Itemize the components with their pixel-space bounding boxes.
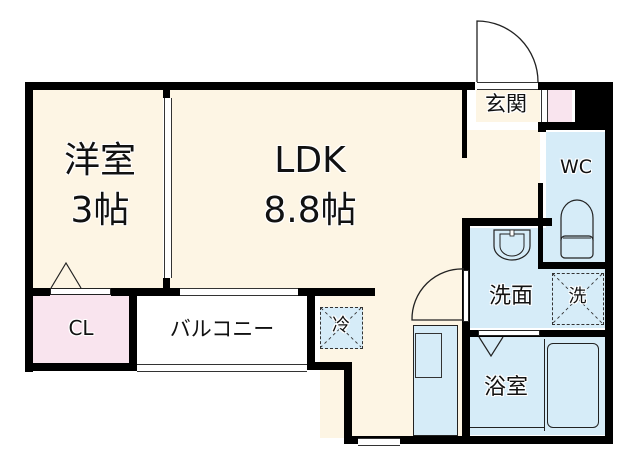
wall-divider-western xyxy=(163,90,170,98)
sliding-door-western-ldk[interactable] xyxy=(164,98,172,278)
washer-space: 洗 xyxy=(552,273,604,325)
wall-closet-top-mid xyxy=(111,288,181,296)
wall-toilet-bottom xyxy=(538,262,608,269)
balcony-floor xyxy=(137,296,307,364)
wall-kitchen-step-v xyxy=(344,362,352,444)
wall-left xyxy=(25,82,33,372)
balcony-sliding-window[interactable] xyxy=(180,288,298,296)
kitchen-counter xyxy=(413,325,458,436)
washroom-label: 洗面 xyxy=(488,284,533,309)
wash-door-swing xyxy=(411,268,465,321)
wall-closet-right xyxy=(129,288,137,371)
wall-divider-western-bottom xyxy=(163,278,170,290)
wall-closet-top-left xyxy=(25,288,50,296)
bathtub-inner xyxy=(547,343,599,428)
bath-floor-line xyxy=(470,427,545,428)
door-wash[interactable] xyxy=(463,270,469,322)
door-bath[interactable] xyxy=(478,330,540,336)
bath-door-triangle xyxy=(478,336,504,358)
wall-toilet-left-low xyxy=(538,183,543,268)
entrance-label: 玄関 xyxy=(485,92,527,116)
wall-entrance-bottom xyxy=(538,122,608,130)
western-room-floor xyxy=(33,90,163,288)
bathroom-label: 浴室 xyxy=(483,375,528,400)
toilet-label: WC xyxy=(559,156,593,178)
closet-floor xyxy=(33,295,129,363)
ldk-floor xyxy=(170,90,462,288)
sink-icon xyxy=(493,229,531,261)
wall-top-right xyxy=(538,82,610,90)
ldk-size: 8.8帖 xyxy=(263,190,357,231)
door-closet[interactable] xyxy=(50,288,111,295)
hall-floor xyxy=(462,130,540,218)
wall-top-left xyxy=(25,82,475,90)
shoe-box xyxy=(548,90,572,122)
kitchen-window[interactable] xyxy=(358,438,400,446)
wall-closet-bottom xyxy=(25,363,137,371)
western-room-size: 3帖 xyxy=(70,190,130,231)
wall-balcony-right xyxy=(307,288,315,368)
entrance-floor xyxy=(476,90,540,122)
fridge-label: 冷 xyxy=(332,315,350,336)
washer-label: 洗 xyxy=(568,286,587,307)
closet-door-triangle xyxy=(50,261,82,289)
entrance-door-sill xyxy=(477,82,538,90)
wall-bottom xyxy=(344,436,613,444)
refrigerator-inner xyxy=(415,333,442,378)
wall-right xyxy=(605,82,613,444)
balcony-label: バルコニー xyxy=(169,317,275,341)
wall-kitchen-step-h xyxy=(307,362,352,370)
bathtub xyxy=(544,339,602,431)
closet-label: CL xyxy=(68,316,94,340)
balcony-rail xyxy=(137,364,307,372)
western-room-name: 洋室 xyxy=(63,140,136,181)
fridge-space: 冷 xyxy=(320,307,363,349)
wall-wash-top xyxy=(462,218,552,226)
shoe-box-divider xyxy=(541,90,548,122)
wall-hall-left xyxy=(462,90,467,158)
entrance-door-swing xyxy=(476,20,539,83)
wall-balcony-top-right xyxy=(297,288,375,296)
toilet-icon xyxy=(560,199,594,259)
ldk-name: LDK xyxy=(274,140,346,181)
